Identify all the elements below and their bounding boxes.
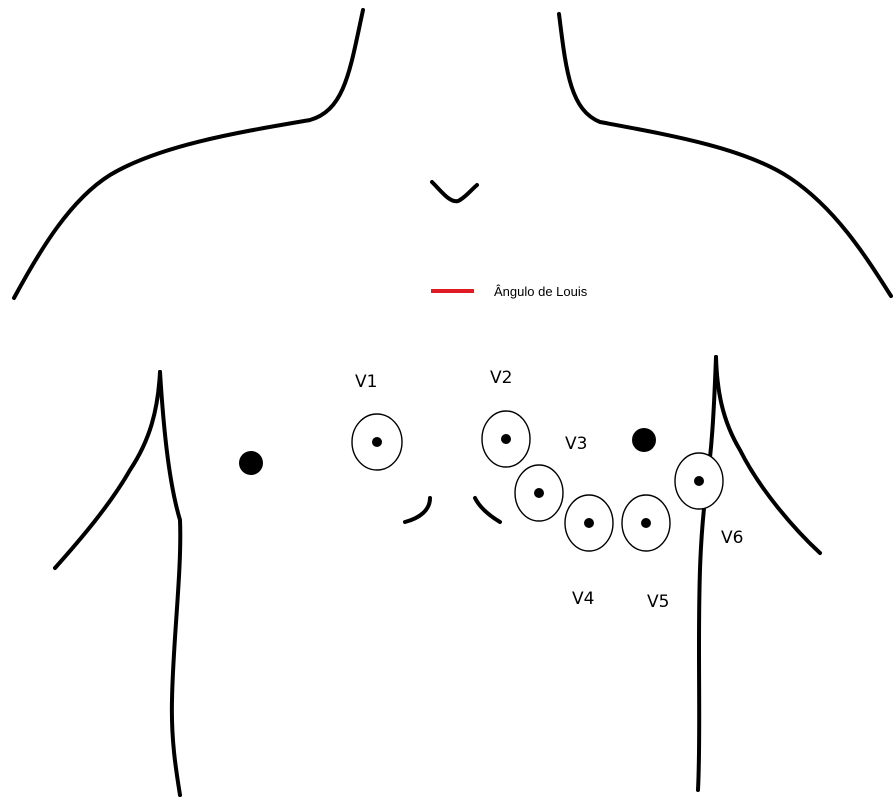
left-neck-shoulder-outline bbox=[14, 10, 363, 298]
left-nipple bbox=[239, 451, 263, 475]
electrode-center bbox=[501, 434, 511, 444]
electrode-center bbox=[534, 488, 544, 498]
electrode-v2: V2 bbox=[482, 368, 530, 467]
right-nipple bbox=[632, 428, 656, 452]
right-arm-outline bbox=[716, 357, 820, 553]
legend: Ângulo de Louis bbox=[431, 284, 588, 299]
right-neck-shoulder-outline bbox=[559, 14, 891, 296]
right-torso-outline bbox=[698, 357, 716, 790]
electrode-v6: V6 bbox=[675, 453, 743, 548]
electrode-label-v1: V1 bbox=[355, 372, 377, 392]
electrode-label-v4: V4 bbox=[572, 589, 594, 609]
left-arm-outline bbox=[55, 372, 160, 568]
left-torso-outline bbox=[160, 372, 180, 795]
suprasternal-notch-outline bbox=[432, 182, 477, 201]
left-costal-margin-outline bbox=[405, 498, 430, 522]
electrode-center bbox=[641, 518, 651, 528]
electrode-label-v3: V3 bbox=[565, 434, 587, 454]
electrode-center bbox=[584, 518, 594, 528]
electrode-center bbox=[694, 476, 704, 486]
electrode-v1: V1 bbox=[352, 372, 402, 470]
right-costal-margin-outline bbox=[475, 498, 500, 522]
electrode-center bbox=[372, 437, 382, 447]
electrode-label-v6: V6 bbox=[721, 528, 743, 548]
electrode-label-v5: V5 bbox=[647, 592, 669, 612]
electrode-v5: V5 bbox=[622, 495, 670, 612]
electrode-label-v2: V2 bbox=[490, 368, 512, 388]
legend-label: Ângulo de Louis bbox=[494, 284, 588, 299]
electrode-v4: V4 bbox=[565, 495, 613, 609]
